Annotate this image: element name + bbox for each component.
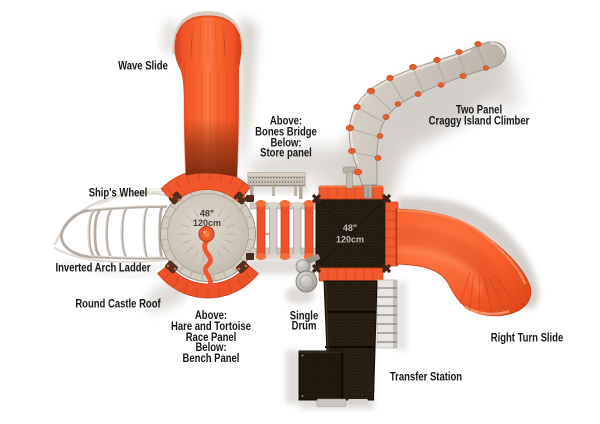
svg-text:48": 48" <box>200 209 214 219</box>
svg-text:120cm: 120cm <box>336 235 364 245</box>
svg-text:48": 48" <box>343 223 357 233</box>
svg-text:120cm: 120cm <box>193 218 221 228</box>
